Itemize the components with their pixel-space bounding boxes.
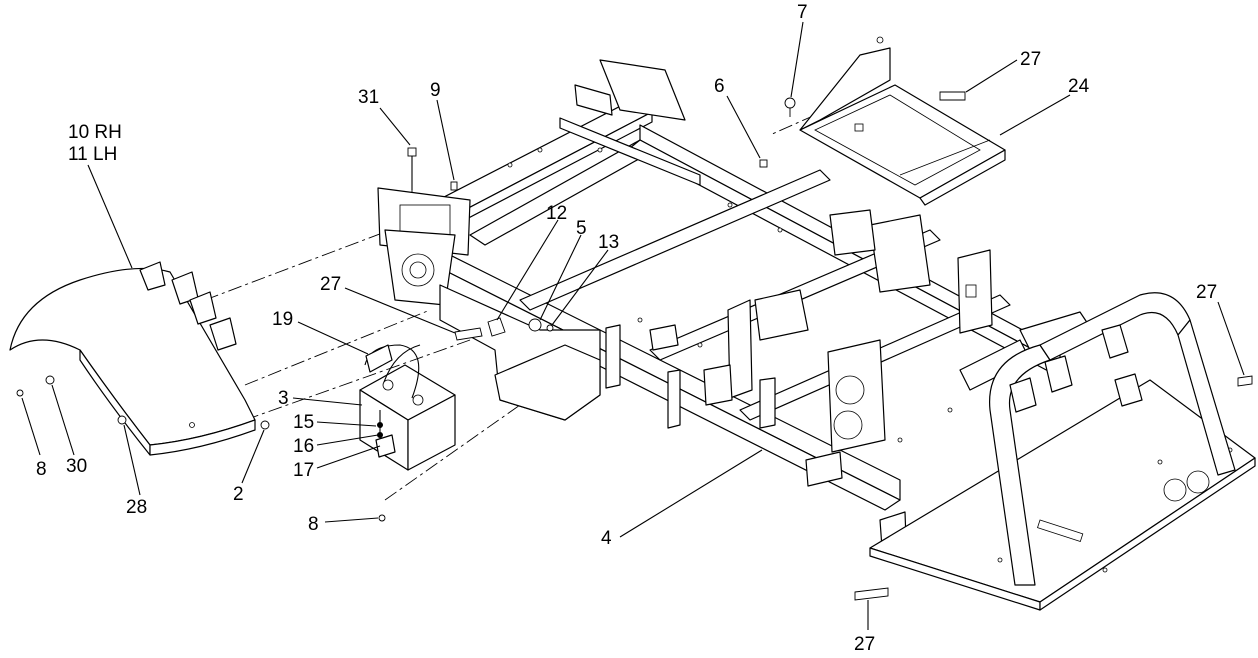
callout-5: 5 <box>576 218 587 239</box>
hardware <box>16 91 1253 601</box>
callout-19: 19 <box>272 309 293 330</box>
callout-16: 16 <box>293 436 314 457</box>
callout-labels: 10 RH 11 LH 31 9 6 7 27 24 12 5 13 27 19… <box>36 2 1217 655</box>
callout-17: 17 <box>293 460 314 481</box>
callout-10rh: 10 RH <box>68 122 122 143</box>
callout-8-fender: 8 <box>36 459 47 480</box>
callout-3: 3 <box>278 388 289 409</box>
battery-3 <box>359 344 456 471</box>
main-frame <box>377 59 1093 549</box>
callout-11lh: 11 LH <box>68 144 117 165</box>
callout-27-bottom: 27 <box>854 634 875 655</box>
callout-24: 24 <box>1068 76 1090 97</box>
callout-7: 7 <box>797 2 808 23</box>
fender <box>9 261 256 456</box>
callout-8-battery: 8 <box>308 514 319 535</box>
tray-24 <box>799 36 1006 206</box>
callout-30: 30 <box>66 456 87 477</box>
callout-27-top: 27 <box>1020 49 1041 70</box>
callout-6: 6 <box>714 76 725 97</box>
front-plate-and-roll-bar <box>869 292 1256 611</box>
callout-31: 31 <box>358 87 379 108</box>
callout-12: 12 <box>546 203 567 224</box>
callout-9: 9 <box>430 80 441 101</box>
leader-lines <box>21 21 1245 630</box>
callout-13: 13 <box>598 232 619 253</box>
callout-4: 4 <box>601 528 612 549</box>
callout-27-left: 27 <box>320 274 341 295</box>
callout-28: 28 <box>126 497 147 518</box>
callout-15: 15 <box>293 412 314 433</box>
callout-27-right: 27 <box>1196 282 1217 303</box>
callout-2: 2 <box>233 484 244 505</box>
